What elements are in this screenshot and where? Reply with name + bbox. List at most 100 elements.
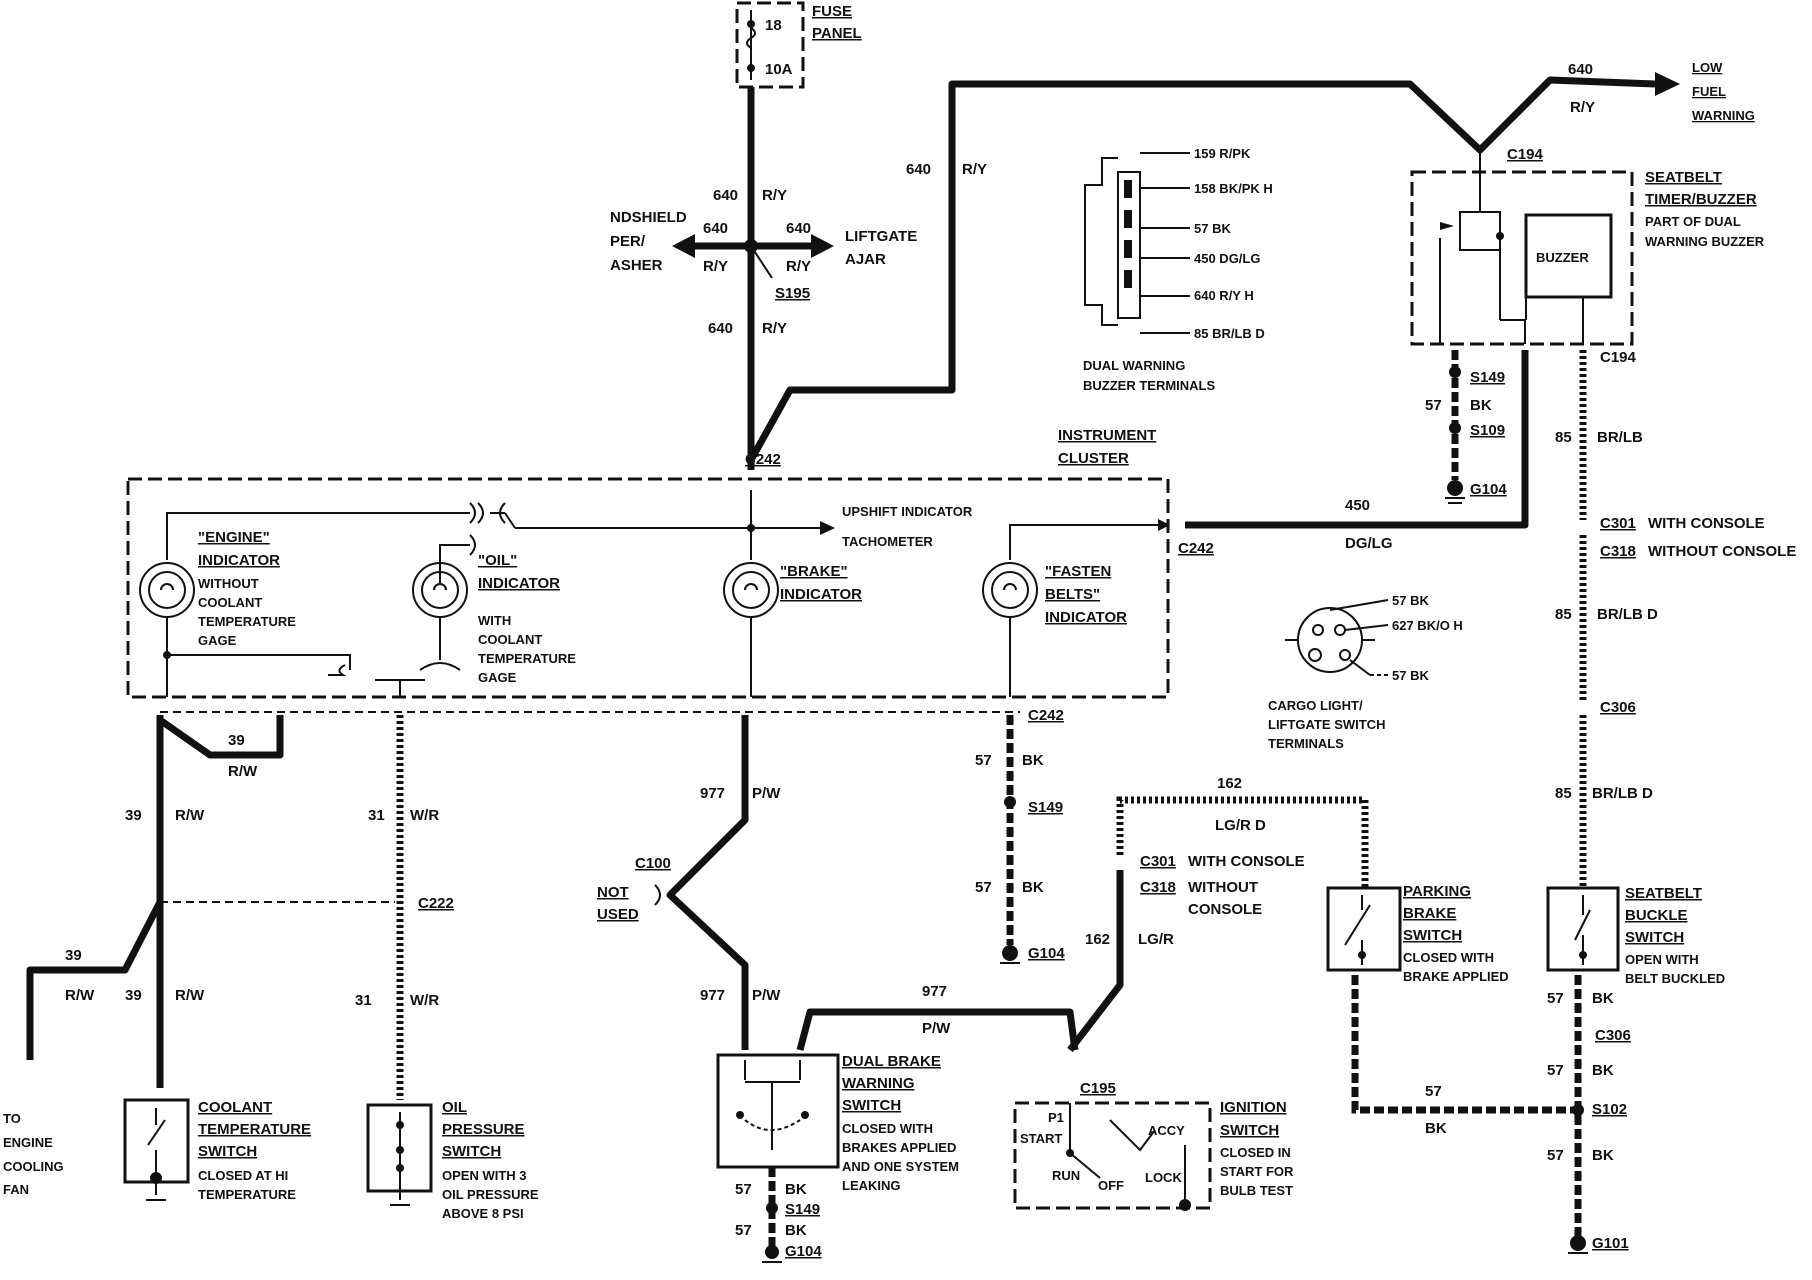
diagram-label: SWITCH [442, 1143, 501, 1160]
diagram-label: LIFTGATE SWITCH [1268, 717, 1385, 732]
diagram-label: CLOSED WITH [1403, 950, 1494, 965]
seatbelt-timer-label: SEATBELT [1645, 169, 1722, 186]
wire-977 [666, 715, 749, 1050]
windshield-label: NDSHIELD [610, 209, 687, 226]
liftgate-label: LIFTGATE [845, 228, 917, 245]
diagram-label: PART OF DUAL [1645, 214, 1741, 229]
diagram-label: 640 [906, 161, 931, 178]
diagram-label: 85 [1555, 429, 1572, 446]
diagram-label: W/R [410, 992, 439, 1009]
wire-39-loop [156, 715, 284, 759]
diagram-label: PRESSURE [442, 1121, 525, 1138]
diagram-label: P/W [752, 987, 781, 1004]
arrow-left-icon [672, 234, 695, 258]
diagram-label: ENGINE [3, 1135, 53, 1150]
diagram-label: 450 DG/LG [1194, 251, 1260, 266]
diagram-label: AND ONE SYSTEM [842, 1159, 959, 1174]
diagram-label: DUAL WARNING [1083, 358, 1185, 373]
diagram-label: WITH CONSOLE [1188, 853, 1305, 870]
diagram-label: BK [1022, 752, 1044, 769]
diagram-label: 640 R/Y H [1194, 288, 1254, 303]
diagram-label: BRAKE [1403, 905, 1456, 922]
diagram-label: C100 [635, 855, 671, 872]
wire-57-parking [1351, 975, 1575, 1114]
wire-640-upper [747, 76, 1656, 462]
diagram-label: R/W [175, 987, 205, 1004]
dual-brake-warning-switch: DUAL BRAKE WARNING SWITCH CLOSED WITH BR… [716, 1053, 959, 1193]
diagram-label: INDICATOR [198, 552, 280, 569]
diagram-label: CLOSED AT HI [198, 1168, 288, 1183]
diagram-label: OIL [442, 1099, 467, 1116]
buzzer-label: BUZZER [1536, 250, 1589, 265]
diagram-label: 85 [1555, 606, 1572, 623]
diagram-label: C222 [418, 895, 454, 912]
diagram-label: TACHOMETER [842, 534, 933, 549]
diagram-label: PANEL [812, 25, 862, 42]
diagram-label: R/Y [786, 258, 811, 275]
diagram-label: "ENGINE" [198, 529, 270, 546]
diagram-label: WITHOUT [198, 576, 259, 591]
diagram-label: 640 [713, 187, 738, 204]
diagram-label: START [1020, 1131, 1062, 1146]
diagram-label: LEAKING [842, 1178, 901, 1193]
diagram-label: RUN [1052, 1168, 1080, 1183]
diagram-label: 640 [708, 320, 733, 337]
diagram-label: INDICATOR [478, 575, 560, 592]
diagram-label: "FASTEN [1045, 563, 1111, 580]
diagram-label: IGNITION [1220, 1099, 1287, 1116]
diagram-label: TERMINALS [1268, 736, 1344, 751]
diagram-label: CLOSED WITH [842, 1121, 933, 1136]
diagram-label: FUEL [1692, 84, 1726, 99]
low-fuel-label: LOW [1692, 60, 1723, 75]
diagram-label: COOLANT [198, 595, 262, 610]
diagram-label: 977 [700, 785, 725, 802]
arrow-right-icon [811, 234, 834, 258]
diagram-label: C242 [1028, 707, 1064, 724]
diagram-label: LG/R [1138, 931, 1174, 948]
diagram-label: 640 [786, 220, 811, 237]
oil-pressure-switch: OIL PRESSURE SWITCH OPEN WITH 3 OIL PRES… [366, 1099, 539, 1221]
diagram-label: BULB TEST [1220, 1183, 1293, 1198]
diagram-label: S149 [1028, 799, 1063, 816]
diagram-label: 39 [125, 987, 142, 1004]
diagram-label: C194 [1507, 146, 1544, 163]
diagram-label: R/Y [762, 187, 787, 204]
diagram-label: S109 [1470, 422, 1505, 439]
diagram-label: G101 [1592, 1235, 1629, 1252]
diagram-label: WITH [478, 613, 511, 628]
instrument-cluster-label: INSTRUMENT [1058, 427, 1156, 444]
diagram-label: "OIL" [478, 552, 517, 569]
diagram-label: CLUSTER [1058, 450, 1129, 467]
diagram-label: WITH CONSOLE [1648, 515, 1765, 532]
diagram-label: C242 [745, 451, 781, 468]
diagram-label: WARNING BUZZER [1645, 234, 1765, 249]
diagram-label: BK [785, 1222, 807, 1239]
diagram-label: BR/LB D [1597, 606, 1658, 623]
diagram-label: OFF [1098, 1178, 1124, 1193]
fuse-panel-label: FUSE [812, 3, 852, 20]
diagram-label: ABOVE 8 PSI [442, 1206, 524, 1221]
diagram-label: GAGE [198, 633, 237, 648]
diagram-label: C318 [1140, 879, 1176, 896]
diagram-label: OPEN WITH [1625, 952, 1699, 967]
diagram-label: TIMER/BUZZER [1645, 191, 1757, 208]
diagram-label: GAGE [478, 670, 517, 685]
diagram-label: INDICATOR [780, 586, 862, 603]
diagram-label: 57 [1547, 990, 1564, 1007]
diagram-label: WARNING [1692, 108, 1755, 123]
diagram-label: 640 [703, 220, 728, 237]
to-engine-label: TO [3, 1111, 21, 1126]
diagram-label: ASHER [610, 257, 663, 274]
diagram-label: AJAR [845, 251, 886, 268]
diagram-label: R/Y [962, 161, 987, 178]
diagram-label: TEMPERATURE [198, 1187, 296, 1202]
diagram-label: BK [1592, 1062, 1614, 1079]
diagram-label: 57 [975, 752, 992, 769]
diagram-label: INDICATOR [1045, 609, 1127, 626]
diagram-label: C194 [1600, 349, 1637, 366]
diagram-label: DUAL BRAKE [842, 1053, 941, 1070]
diagram-label: LG/R D [1215, 817, 1266, 834]
diagram-label: R/Y [703, 258, 728, 275]
diagram-label: P/W [922, 1020, 951, 1037]
